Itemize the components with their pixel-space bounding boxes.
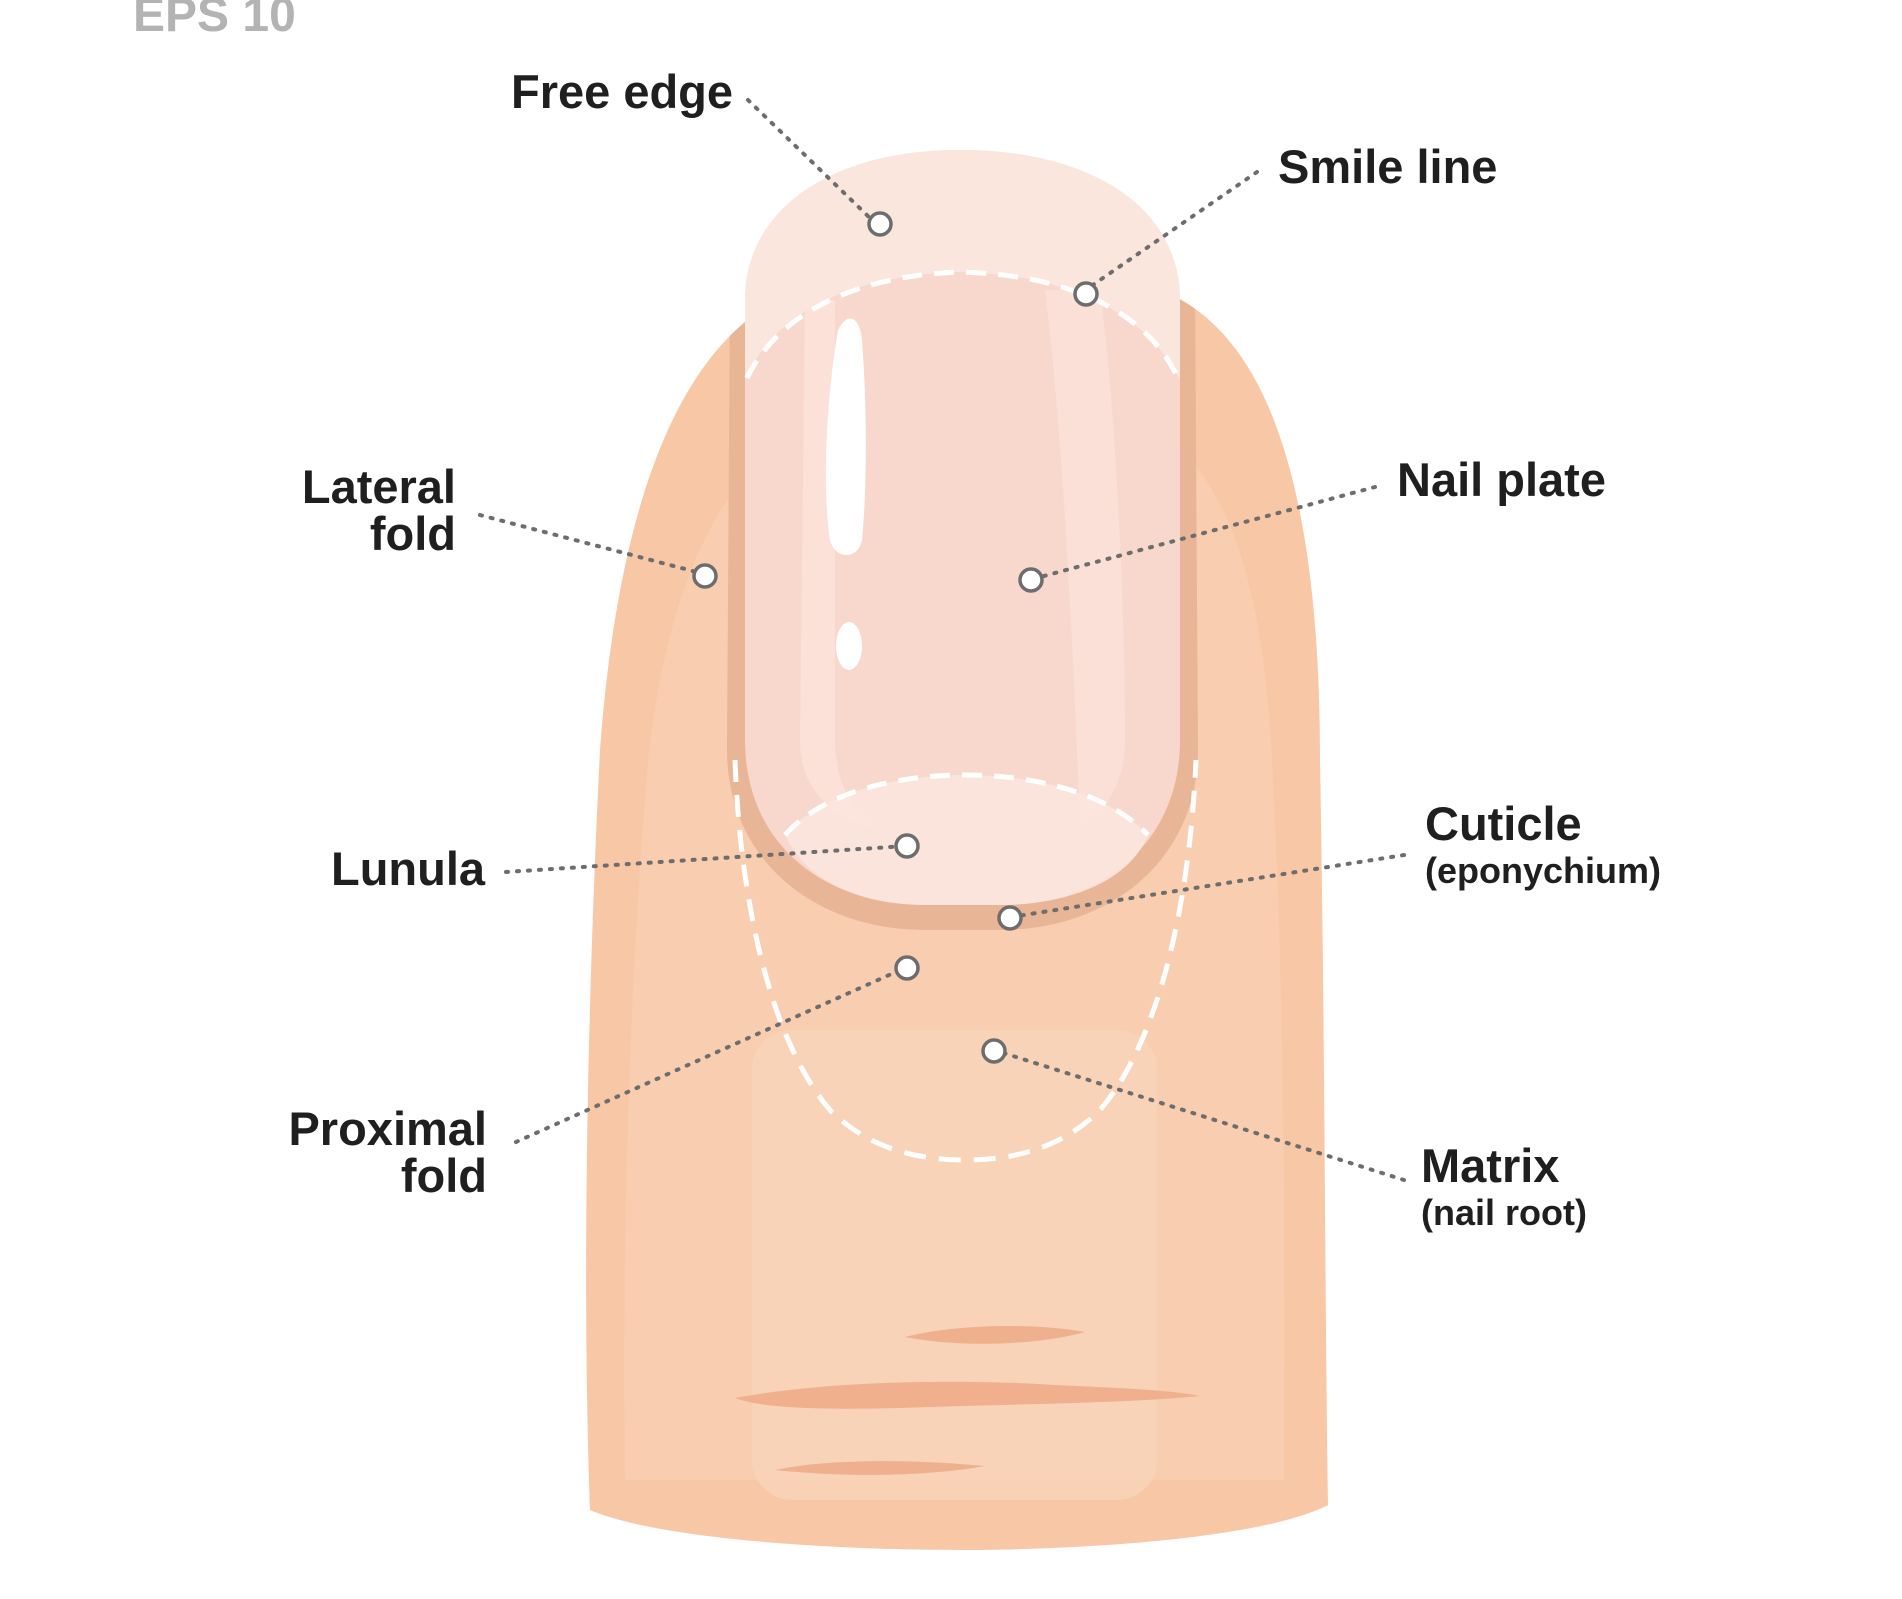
eps-watermark: EPS 10 — [133, 0, 296, 42]
leader-lunula — [504, 844, 908, 874]
crease-1 — [905, 1325, 1085, 1344]
leader-cuticle — [1009, 853, 1406, 919]
nail-highlight-long — [825, 318, 866, 555]
label-free-edge: Free edge — [511, 65, 734, 118]
leader-free-edge — [746, 98, 874, 222]
label-proximal-fold: Proximal fold — [288, 1102, 487, 1202]
leader-nail-plate — [1027, 485, 1377, 582]
label-cuticle: Cuticle (eponychium) — [1425, 797, 1662, 891]
leader-smile-line — [1085, 170, 1259, 291]
crease-2 — [735, 1381, 1200, 1409]
marker-free-edge — [867, 211, 893, 237]
marker-cuticle — [997, 905, 1023, 931]
label-nail-plate: Nail plate — [1397, 453, 1606, 506]
lunula-outline — [783, 772, 1150, 837]
marker-proximal-fold — [894, 955, 920, 981]
marker-nail-plate — [1018, 567, 1044, 593]
free-edge-shape — [745, 150, 1180, 380]
matrix-outline — [732, 759, 1199, 1163]
nail-highlight-small — [836, 622, 862, 670]
crease-3 — [775, 1461, 985, 1475]
marker-matrix — [981, 1038, 1007, 1064]
label-smile-line: Smile line — [1278, 140, 1498, 193]
label-lateral-fold: Lateral fold — [301, 460, 456, 560]
label-matrix: Matrix (nail root) — [1421, 1139, 1587, 1233]
lunula-shape — [785, 775, 1148, 905]
marker-lunula — [894, 833, 920, 859]
label-lunula: Lunula — [331, 842, 486, 895]
marker-smile-line — [1073, 281, 1099, 307]
marker-lateral-fold — [692, 563, 718, 589]
